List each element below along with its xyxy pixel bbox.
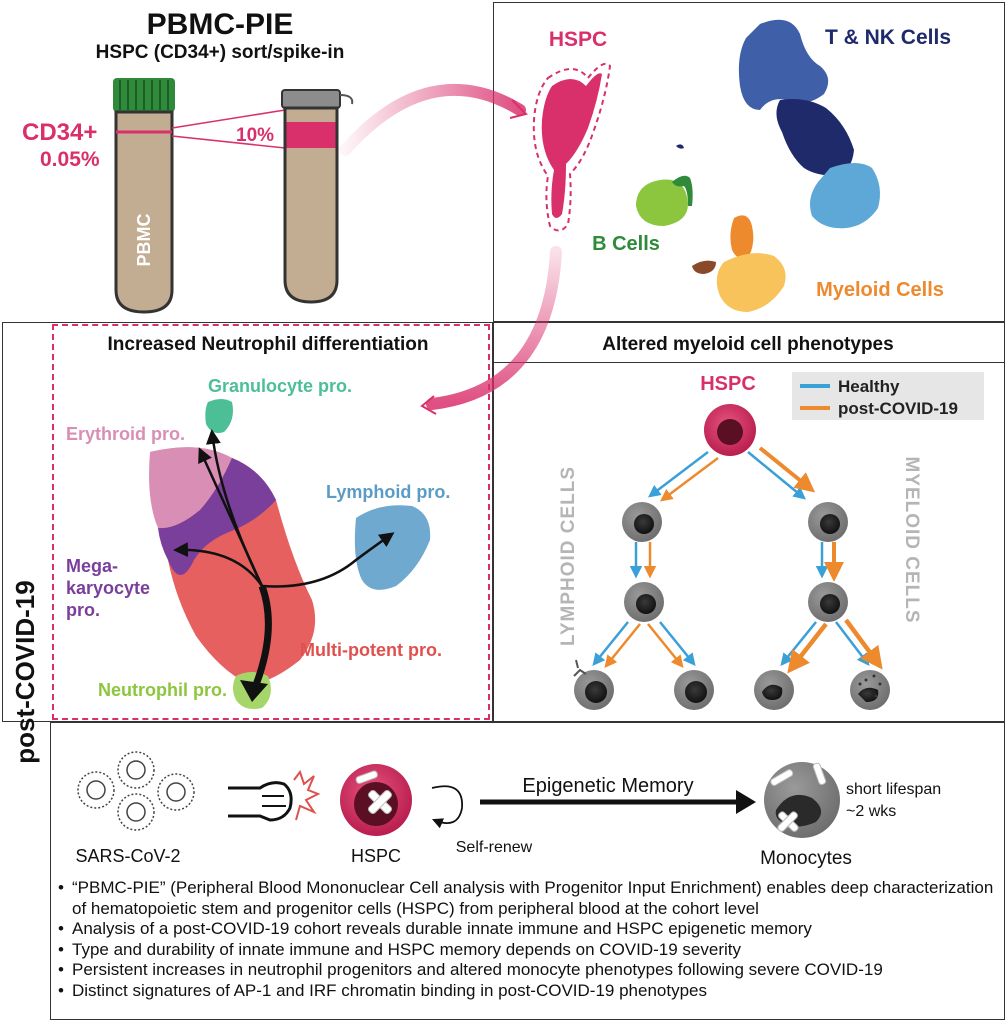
monocytes-label: Monocytes <box>760 848 852 869</box>
side-label: post-COVID-19 <box>10 580 40 763</box>
bullet-item: Distinct signatures of AP-1 and IRF chro… <box>58 981 998 1002</box>
legend-post-covid: post-COVID-19 <box>838 399 958 418</box>
spiked-tube <box>281 89 354 304</box>
monocyte-cell <box>764 762 840 838</box>
pbmc-tube <box>113 78 175 314</box>
megakaryocyte-label-1: Mega- <box>66 556 118 576</box>
hspc-memory-cell <box>340 764 412 836</box>
multipotent-label: Multi-potent pro. <box>300 640 442 660</box>
epigenetic-memory-label: Epigenetic Memory <box>522 775 693 797</box>
lifespan-line-1: short lifespan <box>846 781 941 798</box>
b-cell-cluster <box>636 179 688 226</box>
virus-label: SARS-CoV-2 <box>75 846 180 866</box>
erythroid-region <box>149 447 232 529</box>
myeloid-cluster <box>716 253 786 312</box>
legend-healthy: Healthy <box>838 377 900 396</box>
umap-hspc-label: HSPC <box>549 28 607 51</box>
cd34-label: CD34+ <box>22 119 97 146</box>
memory-hspc-label: HSPC <box>351 846 401 866</box>
hspc-cluster-outline <box>532 62 612 232</box>
fist-icon <box>228 769 321 822</box>
hspc-cluster <box>541 73 602 218</box>
megakaryocyte-label-3: pro. <box>66 600 100 620</box>
granulocyte-region <box>205 399 233 433</box>
bullet-item: “PBMC-PIE” (Peripheral Blood Mononuclear… <box>58 878 998 919</box>
self-renew-arrow <box>431 785 463 829</box>
bullet-item: Persistent increases in neutrophil proge… <box>58 960 998 981</box>
arrow-to-hspc-umap <box>339 84 526 156</box>
pbmc-pie-title: PBMC-PIE <box>147 8 294 41</box>
lymphoid-label: Lymphoid pro. <box>326 482 450 502</box>
pbmc-pie-subtitle: HSPC (CD34+) sort/spike-in <box>96 42 345 63</box>
neutrophil-label: Neutrophil pro. <box>98 680 227 700</box>
lineage-arrows <box>592 446 883 674</box>
umap-myeloid-label: Myeloid Cells <box>816 279 944 301</box>
myeloid-title-divider <box>493 362 1005 363</box>
lymphoid-cells-label: LYMPHOID CELLS <box>558 466 579 646</box>
umap-bcells-label: B Cells <box>592 233 660 255</box>
legend-box <box>792 372 984 420</box>
lymphoid-region <box>354 505 431 590</box>
myeloid-panel-title: Altered myeloid cell phenotypes <box>602 334 893 355</box>
umap-tnk-label: T & NK Cells <box>825 26 951 49</box>
neutrophil-dashed-frame <box>52 324 490 720</box>
self-renew-label: Self-renew <box>456 839 533 856</box>
erythroid-label: Erythroid pro. <box>66 424 185 444</box>
neutrophil-panel-title: Increased Neutrophil differentiation <box>108 334 429 355</box>
megakaryocyte-label-2: karyocyte <box>66 578 150 598</box>
lineage-hspc-label: HSPC <box>700 373 756 395</box>
virus-icons <box>77 751 195 831</box>
progenitor-cells <box>622 502 848 622</box>
pbmc-tube-label: PBMC <box>134 214 154 267</box>
tnk-cluster <box>738 19 829 110</box>
bullet-item: Analysis of a post-COVID-19 cohort revea… <box>58 919 998 940</box>
terminal-cells <box>573 659 890 710</box>
arrow-to-neutrophil-panel <box>426 246 562 410</box>
myeloid-cells-label: MYELOID CELLS <box>901 456 922 623</box>
cd34-percent: 0.05% <box>40 148 100 171</box>
granulocyte-label: Granulocyte pro. <box>208 376 352 396</box>
bullet-item: Type and durability of innate immune and… <box>58 940 998 961</box>
summary-bullets: “PBMC-PIE” (Peripheral Blood Mononuclear… <box>58 878 998 1001</box>
spike-percent: 10% <box>236 125 274 146</box>
lifespan-line-2: ~2 wks <box>846 803 896 820</box>
